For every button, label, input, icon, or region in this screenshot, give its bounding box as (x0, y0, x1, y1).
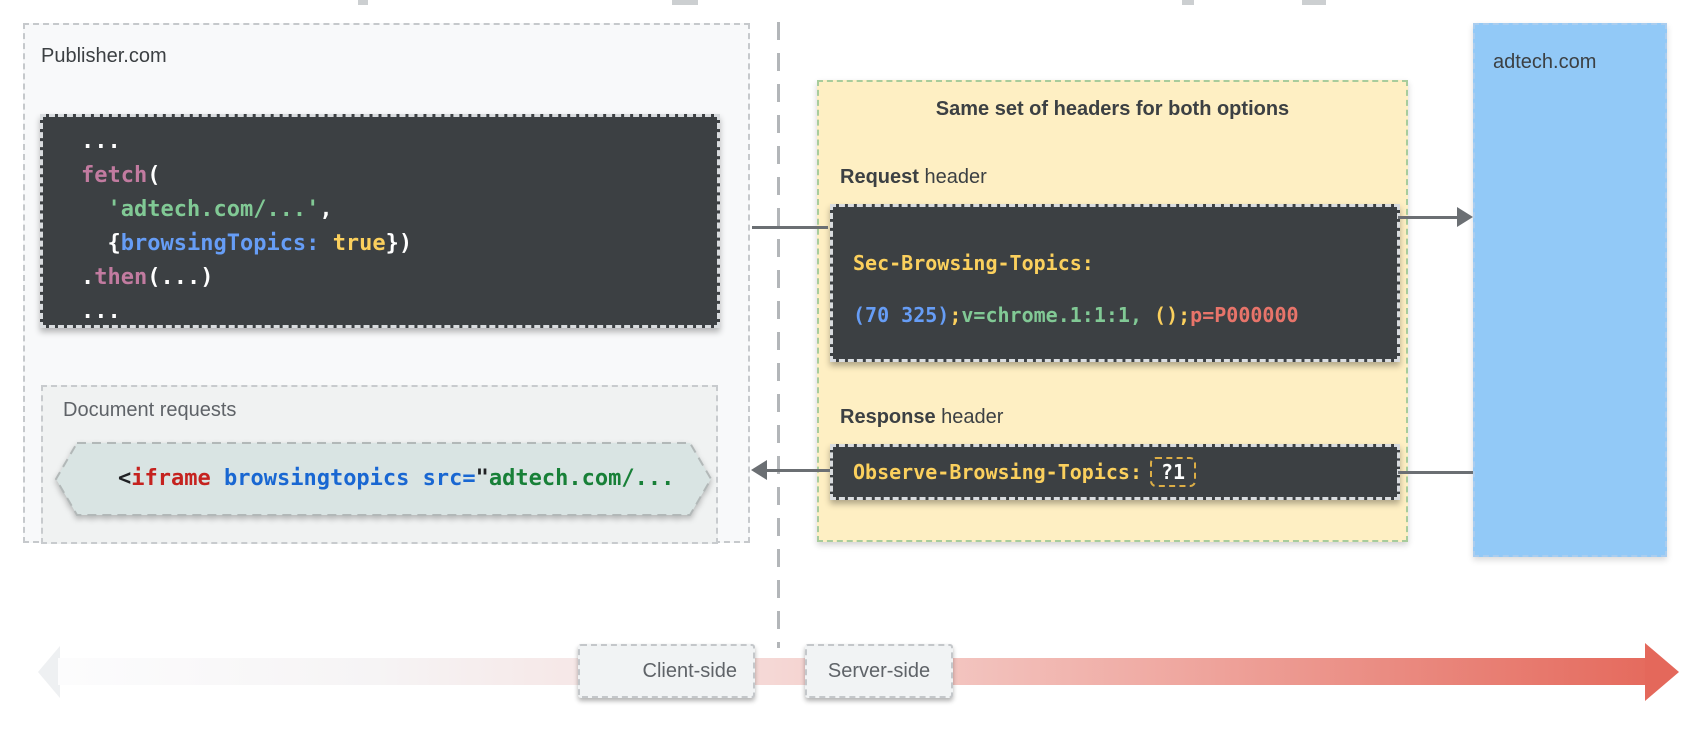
request-header-value: (70 325);v=chrome.1:1:1, ();p=P000000 (853, 289, 1397, 341)
code-line: ... (81, 295, 717, 329)
request-header-label-strong: Request (840, 166, 919, 188)
headers-panel-title: Same set of headers for both options (935, 98, 1290, 120)
code-token (409, 466, 422, 491)
code-token: browsingtopics (223, 466, 410, 491)
code-token: < (118, 466, 132, 491)
code-token: , (319, 197, 333, 222)
request-to-adtech-line (1398, 216, 1458, 219)
code-line: {browsingTopics: true}) (81, 227, 717, 261)
code-token: browsingTopics: (120, 231, 320, 256)
code-token: (); (1142, 303, 1191, 327)
response-header-value-chip: ?1 (1149, 457, 1197, 487)
code-token: then (94, 265, 148, 290)
response-to-publisher-line (766, 469, 830, 472)
code-line: 'adtech.com/...', (81, 193, 717, 227)
code-token: ... (81, 129, 121, 154)
request-header-label: Request header (840, 166, 987, 189)
timeline-left-arrowhead-icon (38, 646, 60, 698)
request-header-block: Sec-Browsing-Topics: (70 325);v=chrome.1… (830, 204, 1400, 362)
response-header-label-strong: Response (840, 406, 936, 428)
code-token (211, 466, 224, 491)
response-header-block: Observe-Browsing-Topics: ?1 (830, 444, 1400, 500)
code-token: }) (385, 231, 413, 256)
adtech-label: adtech.com (1493, 51, 1597, 73)
code-token: src= (422, 466, 476, 491)
code-line: ... (81, 125, 717, 159)
code-token: ; (949, 303, 962, 327)
code-token: p=P000000 (1190, 303, 1299, 327)
code-token: { (81, 231, 121, 256)
code-token (81, 197, 108, 222)
client-side-label: Client-side (642, 659, 737, 682)
cropped-content-artifact (1182, 0, 1194, 5)
response-header-label-rest: header (935, 406, 1004, 428)
code-token: ... (81, 299, 121, 324)
code-token: ( (147, 163, 161, 188)
response-header-label: Response header (840, 406, 1003, 429)
code-token: v=chrome.1:1:1, (961, 303, 1142, 327)
server-side-label-box: Server-side (805, 644, 953, 698)
iframe-tag-shape: <iframe browsingtopics src="adtech.com/.… (54, 442, 713, 516)
fetch-code-block: ... fetch( 'adtech.com/...', {browsingTo… (40, 114, 720, 328)
response-to-publisher-arrowhead-icon (751, 460, 767, 480)
adtech-panel: adtech.com (1473, 23, 1667, 557)
cropped-content-artifact (672, 0, 698, 5)
document-requests-box: Document requests <iframe browsingtopics… (41, 385, 718, 544)
code-token: iframe (131, 466, 211, 491)
iframe-code: <iframe browsingtopics src="adtech.com/.… (118, 442, 674, 516)
code-token (319, 231, 332, 256)
code-token: 'adtech.com/...' (107, 197, 320, 222)
publisher-to-request-line (752, 226, 828, 229)
headers-panel: Same set of headers for both options Req… (817, 80, 1408, 542)
cropped-content-artifact (1302, 0, 1326, 5)
code-line: .then(...) (81, 261, 717, 295)
hexagon-outline-icon (54, 442, 713, 516)
code-line: fetch( (81, 159, 717, 193)
request-to-adtech-arrowhead-icon (1457, 207, 1473, 227)
server-side-label: Server-side (827, 659, 931, 682)
publisher-label: Publisher.com (41, 45, 167, 67)
code-token: true (332, 231, 386, 256)
code-token: adtech.com/... (488, 466, 675, 491)
client-side-label-box: Client-side (578, 644, 755, 698)
publisher-panel: Publisher.com ... fetch( 'adtech.com/...… (23, 23, 750, 544)
cropped-content-artifact (358, 0, 368, 5)
timeline-right-arrowhead-icon (1645, 643, 1679, 701)
code-token: fetch (81, 163, 148, 188)
code-token: (70 325) (853, 303, 950, 327)
client-server-divider (777, 22, 780, 648)
adtech-to-response-line (1398, 471, 1473, 474)
request-header-label-rest: header (918, 166, 987, 188)
code-token: " (475, 466, 489, 491)
document-requests-label: Document requests (63, 399, 237, 421)
response-header-name: Observe-Browsing-Topics: (853, 460, 1142, 484)
code-token: (...) (147, 265, 214, 290)
code-token: . (81, 265, 95, 290)
code-token: Sec-Browsing-Topics: (853, 251, 1094, 275)
request-header-name: Sec-Browsing-Topics: (853, 237, 1397, 289)
